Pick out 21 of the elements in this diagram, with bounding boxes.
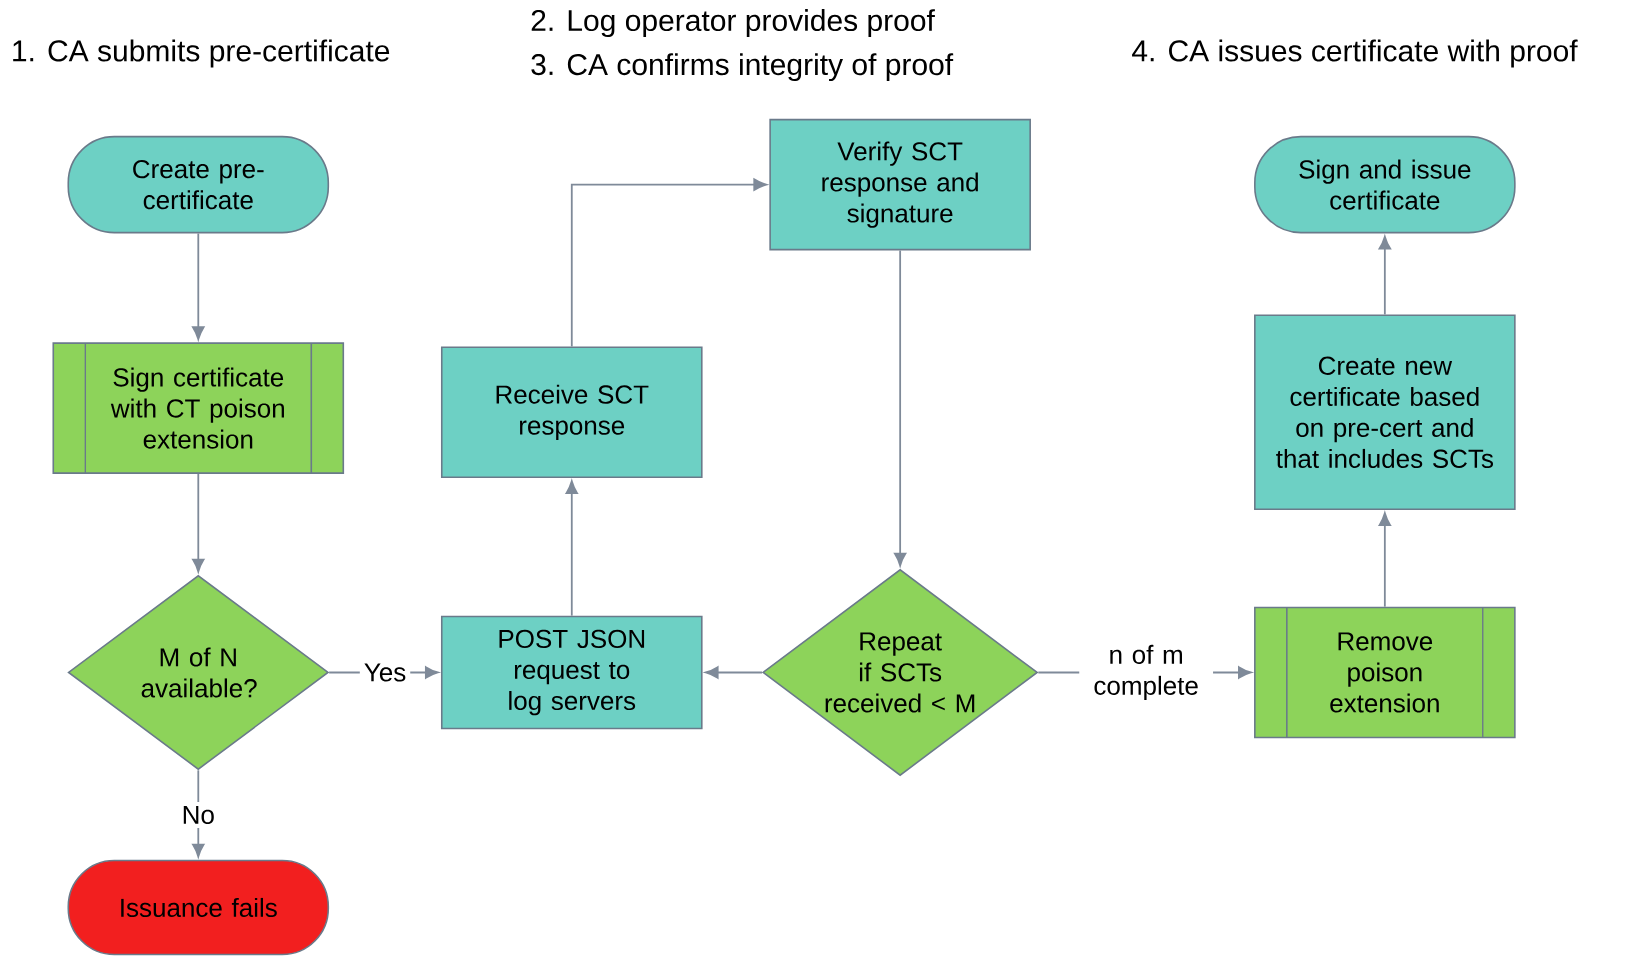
arrow <box>565 480 578 617</box>
step-heading: 3. CA confirms integrity of proof <box>531 53 954 82</box>
process-box: Receive SCT response <box>440 346 703 479</box>
process-box: POST JSON request to log servers <box>440 615 703 730</box>
arrow <box>570 178 767 348</box>
edge-label: No <box>177 802 219 829</box>
edge-label: n of m complete <box>1079 641 1214 705</box>
arrow <box>893 249 907 567</box>
step-heading: 1. CA submits pre-certificate <box>13 39 390 68</box>
step-heading: 4. CA issues certificate with proof <box>1132 39 1578 68</box>
arrow <box>192 232 205 341</box>
arrow <box>704 666 763 679</box>
subprocess-box: Sign certificate with CT poison extension <box>52 342 345 475</box>
edge-label: Yes <box>359 659 411 686</box>
arrow <box>192 473 205 573</box>
process-box: Verify SCT response and signature <box>769 118 1031 251</box>
arrow <box>1378 235 1392 316</box>
arrow <box>1378 512 1392 608</box>
process-box: Create new certificate based on pre-cert and that includes SCTs <box>1254 314 1516 511</box>
step-heading: 2. Log operator provides proof <box>531 9 935 38</box>
subprocess-box: Remove poison extension <box>1254 606 1516 739</box>
